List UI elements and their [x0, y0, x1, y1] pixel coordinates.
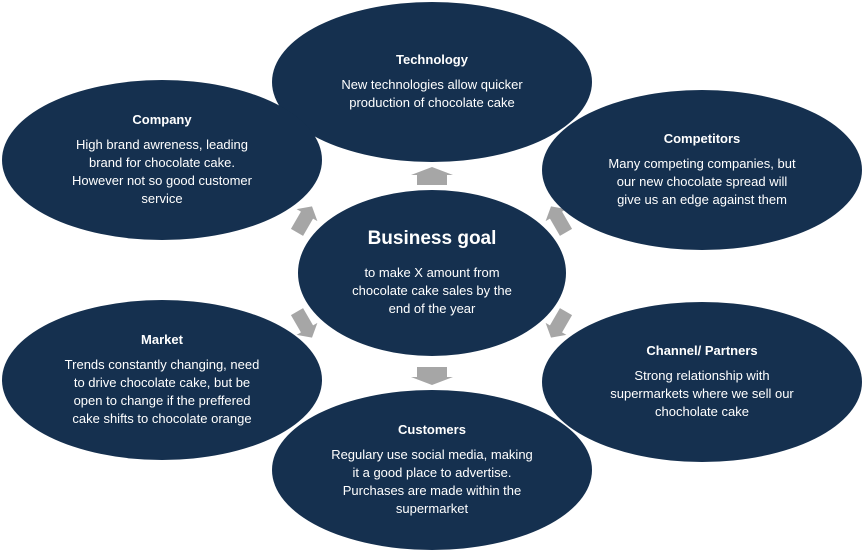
arrow-to-competitors: [545, 206, 573, 236]
node-body: Trends constantly changing, need to driv…: [64, 357, 260, 426]
node-body: High brand awreness, leading brand for c…: [72, 137, 252, 206]
node-business-goal: Business goal to make X amount from choc…: [296, 188, 568, 358]
arrow-to-technology: [411, 167, 453, 185]
arrow-to-channel: [545, 308, 573, 338]
node-technology: Technology New technologies allow quicke…: [272, 2, 592, 162]
node-title: Channel/ Partners: [646, 343, 758, 358]
arrow-to-company: [290, 206, 318, 236]
node-body: New technologies allow quicker productio…: [341, 77, 523, 110]
node-title: Competitors: [663, 131, 741, 146]
node-channel-partners: Channel/ Partners Strong relationship wi…: [542, 302, 862, 462]
center-title: Business goal: [367, 228, 497, 249]
node-company: Company High brand awreness, leading bra…: [2, 80, 322, 240]
node-body: Regulary use social media, making it a g…: [331, 447, 533, 516]
node-title: Customers: [398, 422, 466, 437]
center-body: to make X amount from chocolate cake sal…: [352, 265, 512, 316]
node-body: Strong relationship with supermarkets wh…: [610, 368, 794, 419]
node-customers: Customers Regulary use social media, mak…: [272, 390, 592, 550]
arrow-to-customers: [411, 367, 453, 385]
node-title: Company: [132, 112, 192, 127]
node-market: Market Trends constantly changing, need …: [2, 300, 322, 460]
node-title: Market: [141, 332, 183, 347]
arrow-to-market: [290, 308, 318, 338]
node-competitors: Competitors Many competing companies, bu…: [542, 90, 862, 250]
node-body: Many competing companies, but our new ch…: [608, 156, 796, 207]
node-title: Technology: [396, 52, 468, 67]
